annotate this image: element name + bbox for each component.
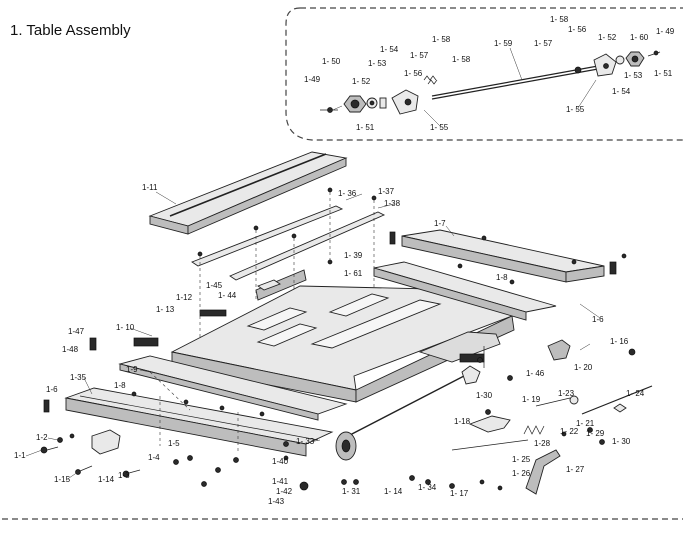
callout-1-55: 1- 55 [430, 123, 449, 132]
callout-1-37: 1-37 [378, 187, 395, 196]
callout-1-1: 1-1 [14, 451, 26, 460]
callout-1-57: 1- 57 [410, 51, 429, 60]
callout-1-28: 1-28 [534, 439, 551, 448]
callout-1-34: 1- 34 [418, 483, 437, 492]
callout-1-49: 1- 49 [656, 27, 675, 36]
callout-1-58: 1- 58 [550, 15, 569, 24]
callout-1-16: 1- 16 [610, 337, 629, 346]
callout-1-54: 1- 54 [380, 45, 399, 54]
callout-1-7: 1-7 [434, 219, 446, 228]
front-bar [118, 355, 348, 421]
callout-1-56: 1- 56 [568, 25, 587, 34]
callout-1-14: 1-14 [98, 475, 115, 484]
callout-1-22: 1- 22 [560, 427, 579, 436]
callout-1-8: 1-8 [496, 273, 508, 282]
callout-1-59: 1- 59 [494, 39, 513, 48]
callout-1-13: 1- 13 [156, 305, 175, 314]
callout-1-43: 1-43 [268, 497, 285, 506]
callout-1-53: 1- 53 [624, 71, 643, 80]
callout-1-46: 1- 46 [526, 369, 545, 378]
callout-1-52: 1- 52 [598, 33, 617, 42]
callout-1-61: 1- 61 [344, 269, 363, 278]
inset-rail-lock [320, 50, 661, 115]
callout-1-3: 1-3 [118, 471, 130, 480]
callout-1-55: 1- 55 [566, 105, 585, 114]
callout-1-47: 1-47 [68, 327, 85, 336]
callout-1-40: 1-40 [272, 457, 289, 466]
callout-1-29: 1- 29 [586, 429, 605, 438]
callout-1-26: 1- 26 [512, 469, 531, 478]
rear-rail [401, 229, 605, 283]
callout-1-10: 1- 10 [116, 323, 135, 332]
fasteners [40, 187, 636, 491]
callout-1-5: 1-5 [168, 439, 180, 448]
callout-1-42: 1-42 [276, 487, 293, 496]
callout-1-41: 1-41 [272, 477, 289, 486]
callout-1-6: 1-6 [592, 315, 604, 324]
main-table [170, 285, 515, 403]
callout-1-39: 1- 39 [344, 251, 363, 260]
callout-1-17: 1- 17 [450, 489, 469, 498]
callout-1-44: 1- 44 [218, 291, 237, 300]
inset-labels: 1-49 1- 50 1- 51 1- 52 1- 53 1- 54 1- 56… [304, 15, 675, 132]
callout-1-19: 1- 19 [522, 395, 541, 404]
callout-1-45: 1-45 [206, 281, 223, 290]
callout-1-60: 1- 60 [630, 33, 649, 42]
alignment-lines [149, 192, 375, 452]
callout-1-12: 1-12 [176, 293, 193, 302]
callout-1-2: 1-2 [36, 433, 48, 442]
callout-1-58: 1- 58 [452, 55, 471, 64]
callout-1-50: 1- 50 [322, 57, 341, 66]
callout-1-15: 1-15 [54, 475, 71, 484]
callout-1-31: 1- 31 [342, 487, 361, 496]
callout-1-4: 1-4 [148, 453, 160, 462]
callout-1-8: 1-8 [114, 381, 126, 390]
inset-frame [285, 7, 683, 141]
leader-lines [25, 47, 601, 481]
callout-1-11: 1-11 [142, 183, 158, 192]
callout-1-54: 1- 54 [612, 87, 631, 96]
callout-1-23: 1-23 [558, 389, 575, 398]
front-rail [64, 387, 334, 457]
callout-1-48: 1-48 [62, 345, 79, 354]
callout-1-35: 1-35 [70, 373, 87, 382]
callout-1-38: 1-38 [384, 199, 401, 208]
callout-1-49: 1-49 [304, 75, 321, 84]
callout-1-58: 1- 58 [432, 35, 451, 44]
callout-1-6: 1-6 [46, 385, 58, 394]
callout-1-52: 1- 52 [352, 77, 371, 86]
callout-1-51: 1- 51 [654, 69, 673, 78]
callout-1-56: 1- 56 [404, 69, 423, 78]
callout-1-51: 1- 51 [356, 123, 375, 132]
bracket-clips [43, 231, 617, 455]
extension-wing [148, 151, 348, 235]
callout-1-21: 1- 21 [576, 419, 595, 428]
callout-1-14: 1- 14 [384, 487, 403, 496]
callout-1-30: 1- 30 [612, 437, 631, 446]
callout-1-25: 1- 25 [512, 455, 531, 464]
callout-1-20: 1- 20 [574, 363, 593, 372]
callout-1-36: 1- 36 [338, 189, 357, 198]
callout-1-24: 1- 24 [626, 389, 645, 398]
callout-1-57: 1- 57 [534, 39, 553, 48]
callout-1-27: 1- 27 [566, 465, 585, 474]
callout-1-18: 1-18 [454, 417, 471, 426]
rear-rail-lower [373, 261, 557, 321]
section-title: 1. Table Assembly [10, 22, 131, 39]
callout-1-30: 1-30 [476, 391, 493, 400]
rail-bars [191, 205, 386, 301]
callout-1-53: 1- 53 [368, 59, 387, 68]
main-labels: 1-11 1- 36 1-37 1-38 1-7 1- 39 1- 61 1-8… [14, 183, 645, 506]
height-mechanism [335, 339, 653, 495]
callout-1-33: 1- 33 [296, 437, 315, 446]
callout-1-9: 1-9 [126, 365, 138, 374]
